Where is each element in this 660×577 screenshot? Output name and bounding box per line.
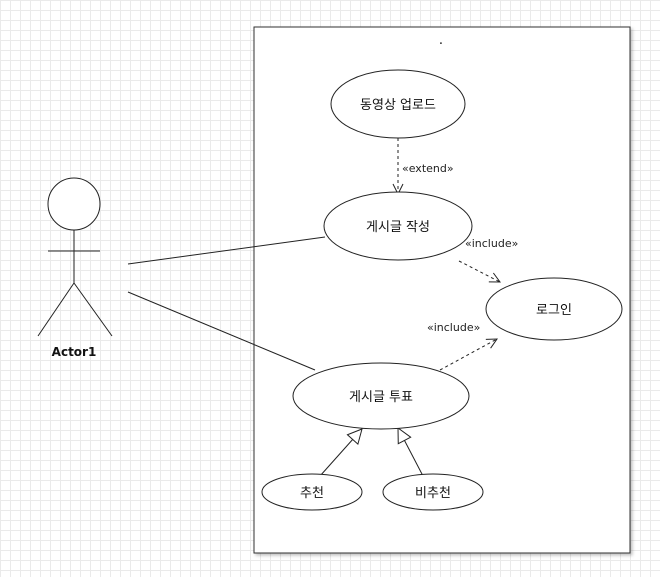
actor-head: [47, 177, 101, 231]
actor-right-leg: [73, 282, 113, 337]
generalization-not-recommend[interactable]: [398, 428, 424, 477]
include-arrow-write[interactable]: [458, 260, 500, 282]
use-case-not-recommend-label: 비추천: [415, 486, 451, 501]
use-case-upload-label: 동영상 업로드: [360, 98, 436, 113]
use-case-vote-label: 게시글 투표: [349, 390, 413, 405]
include-label-vote: «include»: [427, 321, 480, 334]
association-vote[interactable]: [127, 291, 316, 371]
use-case-recommend-label: 추천: [300, 486, 324, 501]
use-case-upload[interactable]: 동영상 업로드: [330, 69, 466, 139]
use-case-recommend[interactable]: 추천: [261, 473, 363, 511]
association-write[interactable]: [127, 236, 326, 265]
actor-name: Actor1: [52, 345, 97, 359]
actor-left-leg: [37, 282, 75, 337]
generalization-recommend[interactable]: [319, 429, 362, 477]
use-case-login[interactable]: 로그인: [485, 277, 623, 341]
use-case-write[interactable]: 게시글 작성: [323, 191, 473, 261]
extend-label: «extend»: [402, 162, 454, 175]
include-arrow-vote[interactable]: [439, 339, 497, 371]
include-label-write: «include»: [465, 237, 518, 250]
system-boundary-dot: .: [439, 33, 443, 48]
use-case-write-label: 게시글 작성: [366, 220, 430, 235]
actor[interactable]: Actor1: [37, 177, 113, 359]
use-case-vote[interactable]: 게시글 투표: [292, 362, 470, 430]
use-case-not-recommend[interactable]: 비추천: [382, 473, 484, 511]
use-case-login-label: 로그인: [536, 303, 572, 318]
